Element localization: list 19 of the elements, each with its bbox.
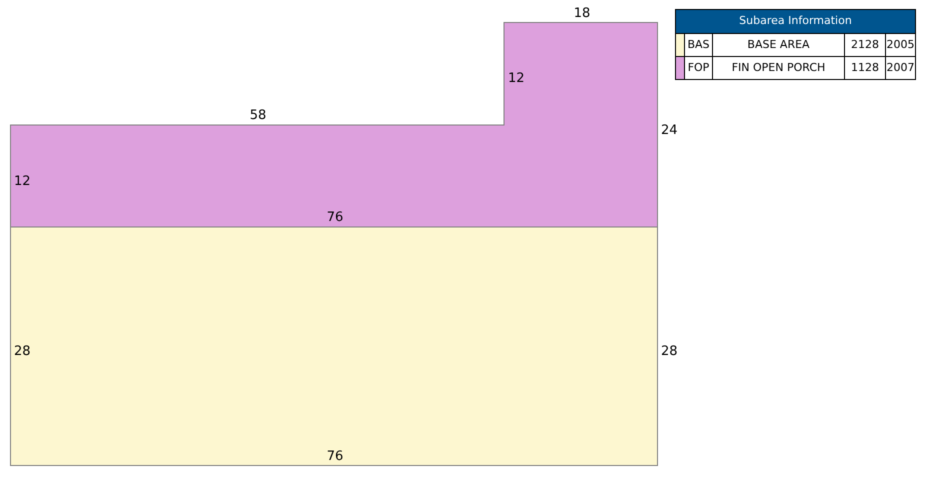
table-cell: BAS	[685, 34, 713, 56]
area-polygon	[10, 22, 658, 227]
dimension-label: 76	[326, 210, 344, 225]
dimension-label: 24	[661, 123, 678, 138]
table-cell: 1128	[845, 57, 886, 79]
table-cell: FIN OPEN PORCH	[713, 57, 845, 79]
dimension-label: 12	[14, 174, 31, 189]
table-cell: 2128	[845, 34, 886, 56]
dimension-label: 58	[250, 108, 266, 123]
table-cell: BASE AREA	[713, 34, 845, 56]
dimension-label: 28	[661, 344, 678, 359]
table-cell: FOP	[685, 57, 713, 79]
dimension-label: 12	[508, 71, 525, 86]
table-header: Subarea Information	[676, 10, 915, 33]
dimension-label: 76	[326, 449, 344, 464]
dimension-label: 28	[14, 344, 31, 359]
dimension-label: 18	[574, 6, 590, 21]
table-cell-text: 2005	[886, 36, 915, 53]
table-cell-text: 2007	[886, 60, 915, 76]
